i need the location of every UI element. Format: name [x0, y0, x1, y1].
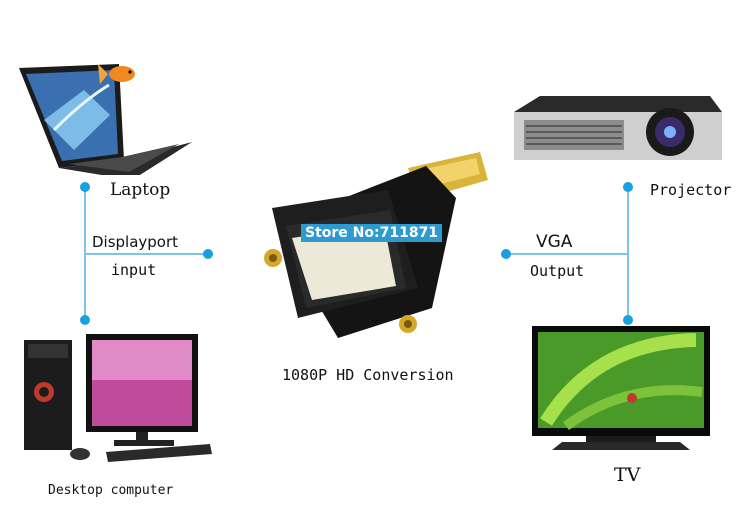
projector-label: Projector [650, 181, 732, 199]
displayport-label: Displayport [92, 233, 179, 251]
right-connector-horizontal [505, 253, 629, 255]
goldfish-icon [98, 64, 135, 84]
projector-icon [514, 96, 722, 160]
input-label: input [111, 261, 157, 279]
laptop-label: Laptop [110, 180, 171, 200]
right-middle-dot [501, 249, 511, 259]
desktop-computer-icon [24, 334, 212, 462]
left-top-dot [80, 182, 90, 192]
right-bottom-dot [623, 315, 633, 325]
tv-label: TV [614, 464, 641, 486]
store-banner: Store No:711871 [301, 224, 443, 242]
laptop-icon [19, 64, 192, 175]
left-bottom-dot [80, 315, 90, 325]
output-label: Output [530, 262, 585, 280]
adapter-image [264, 152, 488, 338]
tv-icon [532, 326, 710, 450]
left-middle-dot [203, 249, 213, 259]
desktop-computer-label: Desktop computer [48, 483, 174, 498]
vga-label: VGA [536, 232, 573, 252]
left-connector-horizontal [84, 253, 208, 255]
conversion-caption: 1080P HD Conversion [282, 366, 454, 384]
right-top-dot [623, 182, 633, 192]
store-banner-text: Store No:711871 [305, 225, 439, 241]
